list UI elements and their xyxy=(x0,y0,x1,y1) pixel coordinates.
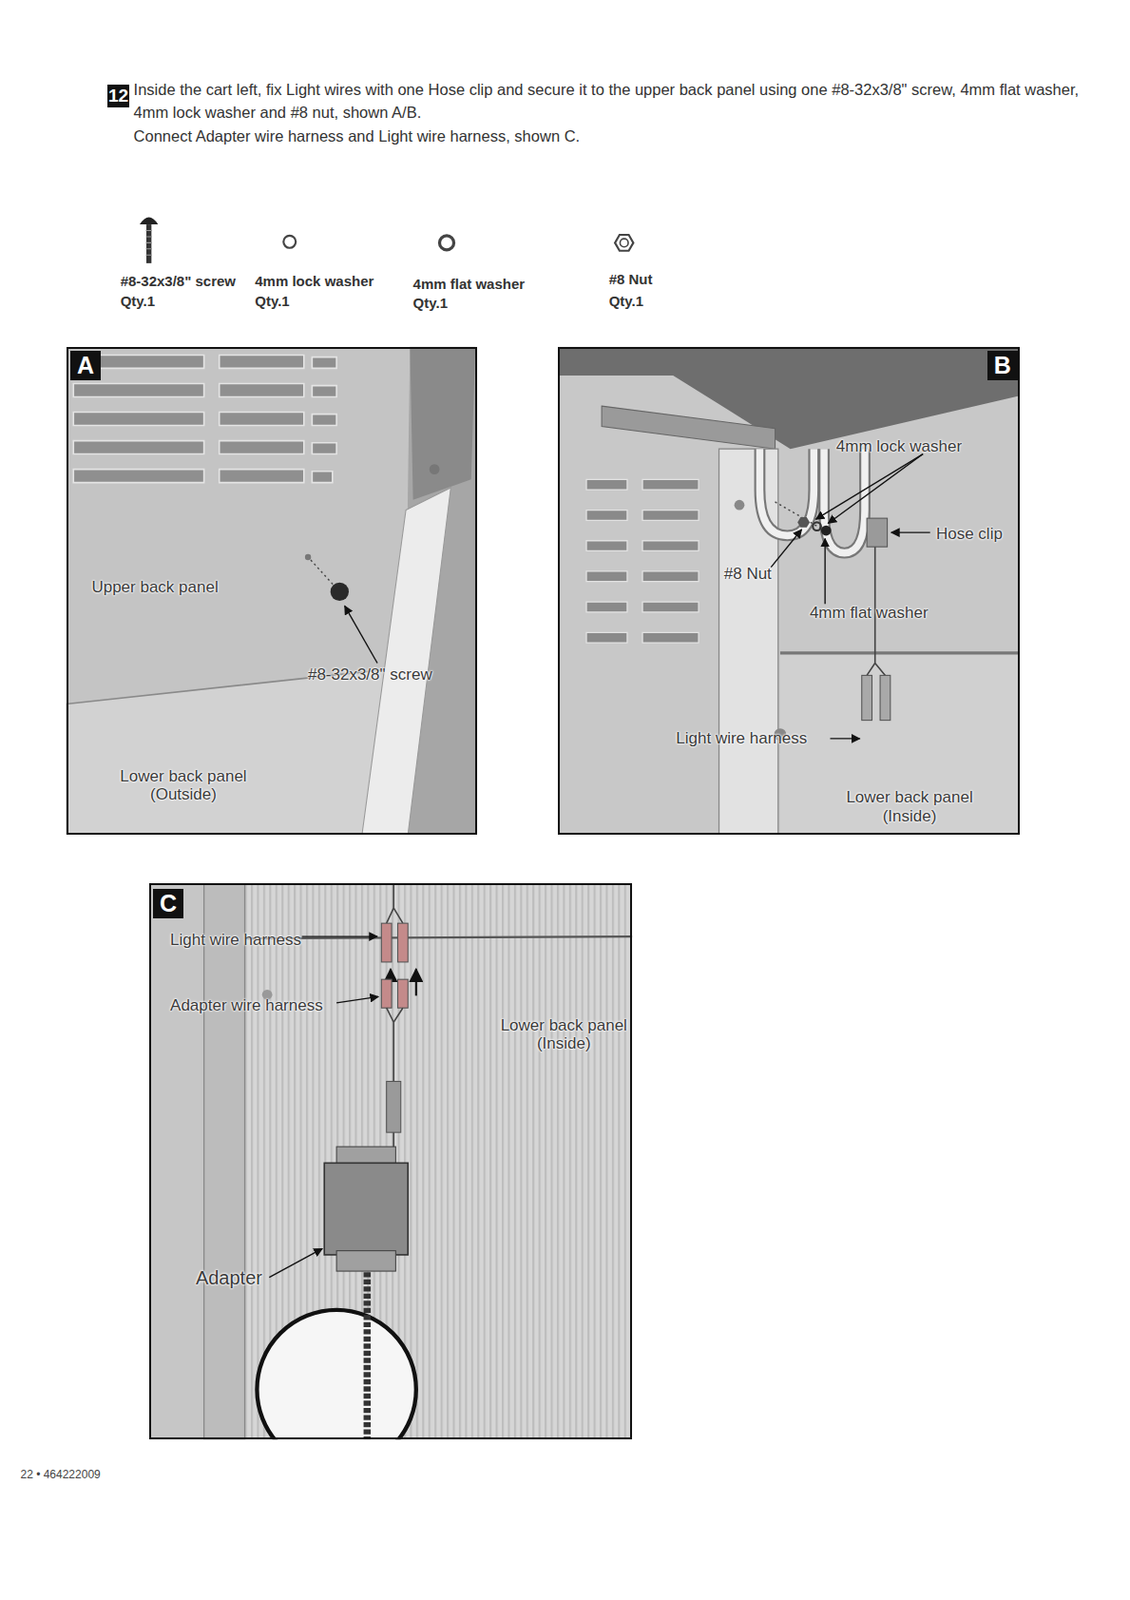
cart-top xyxy=(557,346,1020,449)
callout-label: 4mm lock washer xyxy=(836,437,962,457)
panel-background xyxy=(557,346,1020,835)
callout-label: Light wire harness xyxy=(675,728,807,748)
adapter-body xyxy=(324,1162,408,1255)
figure-panel: 4mm lock washerHose clip #8 Nut 4mm flat w… xyxy=(557,346,1020,835)
leader-line xyxy=(302,935,378,937)
lock-washer xyxy=(812,521,822,531)
quantity: Qty.1 xyxy=(254,290,289,313)
vent-louvers xyxy=(586,478,699,643)
connector xyxy=(398,978,409,1008)
badge-text: 12 xyxy=(108,85,129,107)
part-name: 4mm lock washer xyxy=(254,270,374,293)
post-face xyxy=(362,487,451,835)
connector xyxy=(381,978,392,1008)
nut-hole xyxy=(619,238,629,248)
lower-panel xyxy=(780,652,1020,835)
page-footer: 22 • 464222009 xyxy=(19,1465,100,1483)
part-name: 4mm flat washer xyxy=(413,273,526,296)
upper-panel xyxy=(66,346,478,835)
leader-line xyxy=(336,995,379,1002)
badge-text: A xyxy=(76,351,95,380)
callout-label: Hose clip xyxy=(936,524,1003,544)
part-name: #8-32x3/8" screw xyxy=(120,270,236,293)
connector xyxy=(861,674,873,720)
leader-line xyxy=(344,605,378,663)
callout-label: Lower back panel (Outside) xyxy=(107,766,261,805)
panel-letter: A xyxy=(70,350,101,381)
post xyxy=(719,448,779,835)
step-number: 12 xyxy=(107,84,131,108)
panel-c-art xyxy=(149,882,633,1439)
direction-arrow xyxy=(415,968,418,996)
wire-sleeve xyxy=(386,1080,402,1132)
part-name: #8 Nut xyxy=(609,268,653,291)
figure-panel: Upper back panel #8-32x3/8" screwLower ba… xyxy=(66,346,478,835)
panel-edge xyxy=(780,651,1020,654)
leader-line xyxy=(268,1247,323,1277)
flat-washer-icon xyxy=(440,235,455,250)
panel-a-art xyxy=(66,346,478,835)
quantity: Qty.1 xyxy=(120,290,155,313)
connector xyxy=(398,922,409,962)
lower-panel xyxy=(66,668,399,835)
nut xyxy=(797,517,810,528)
callout-label: Lower back panel (Inside) xyxy=(487,1015,641,1054)
bolt xyxy=(734,499,746,511)
screw xyxy=(330,582,349,601)
leader-line xyxy=(823,538,825,605)
light-wire xyxy=(386,882,403,923)
rail xyxy=(601,405,775,449)
power-cord xyxy=(363,1264,372,1440)
connector xyxy=(880,674,891,720)
leader-line xyxy=(770,529,802,568)
nut-icon xyxy=(614,234,633,251)
panel-letter: B xyxy=(987,350,1018,381)
callout-label: Light wire harness xyxy=(170,930,302,950)
tube xyxy=(759,448,814,536)
badge-text: C xyxy=(159,889,177,918)
screw-shank xyxy=(146,224,152,264)
callout-label: Adapter xyxy=(195,1266,263,1289)
lock-washer-icon xyxy=(283,235,296,249)
quantity: Qty.1 xyxy=(413,292,448,315)
leader-line xyxy=(891,531,931,533)
callout-label: 4mm flat washer xyxy=(809,603,929,623)
leader-line xyxy=(827,454,923,524)
connector xyxy=(381,922,392,962)
panel-letter: C xyxy=(153,888,184,919)
screw-head xyxy=(139,217,158,226)
post-top xyxy=(409,346,476,500)
instruction-text: Connect Adapter wire harness and Light w… xyxy=(134,124,1088,149)
panel-b-art xyxy=(557,346,1020,835)
figure-panel: Light wire harnessAdapter wire harnessLo… xyxy=(149,882,633,1439)
badge-text: B xyxy=(994,351,1012,380)
tube-outline xyxy=(759,448,814,536)
flat-washer xyxy=(821,525,832,537)
screw-thread xyxy=(145,230,152,256)
callout-label: Upper back panel xyxy=(91,577,218,597)
leader-line xyxy=(830,737,861,739)
callout-label: #8-32x3/8" screw xyxy=(307,665,433,685)
callout-label: Lower back panel (Inside) xyxy=(833,787,987,825)
callout-label: Adapter wire harness xyxy=(170,995,324,1016)
bolt xyxy=(429,463,441,475)
adapter-flange xyxy=(336,1250,396,1271)
instruction-text: Inside the cart left, fix Light wires wi… xyxy=(134,77,1088,126)
screw-hole xyxy=(305,554,311,560)
hose-clip xyxy=(866,517,887,547)
parts-icons xyxy=(139,217,633,264)
quantity: Qty.1 xyxy=(609,290,644,313)
cord-loop xyxy=(256,1309,416,1439)
callout-label: #8 Nut xyxy=(724,564,772,584)
panel-edge xyxy=(245,936,633,939)
adapter-wire xyxy=(386,1007,403,1148)
leader-line xyxy=(815,454,923,520)
side-frame xyxy=(149,882,205,1439)
post xyxy=(204,882,246,1439)
vent-louvers xyxy=(73,354,337,482)
